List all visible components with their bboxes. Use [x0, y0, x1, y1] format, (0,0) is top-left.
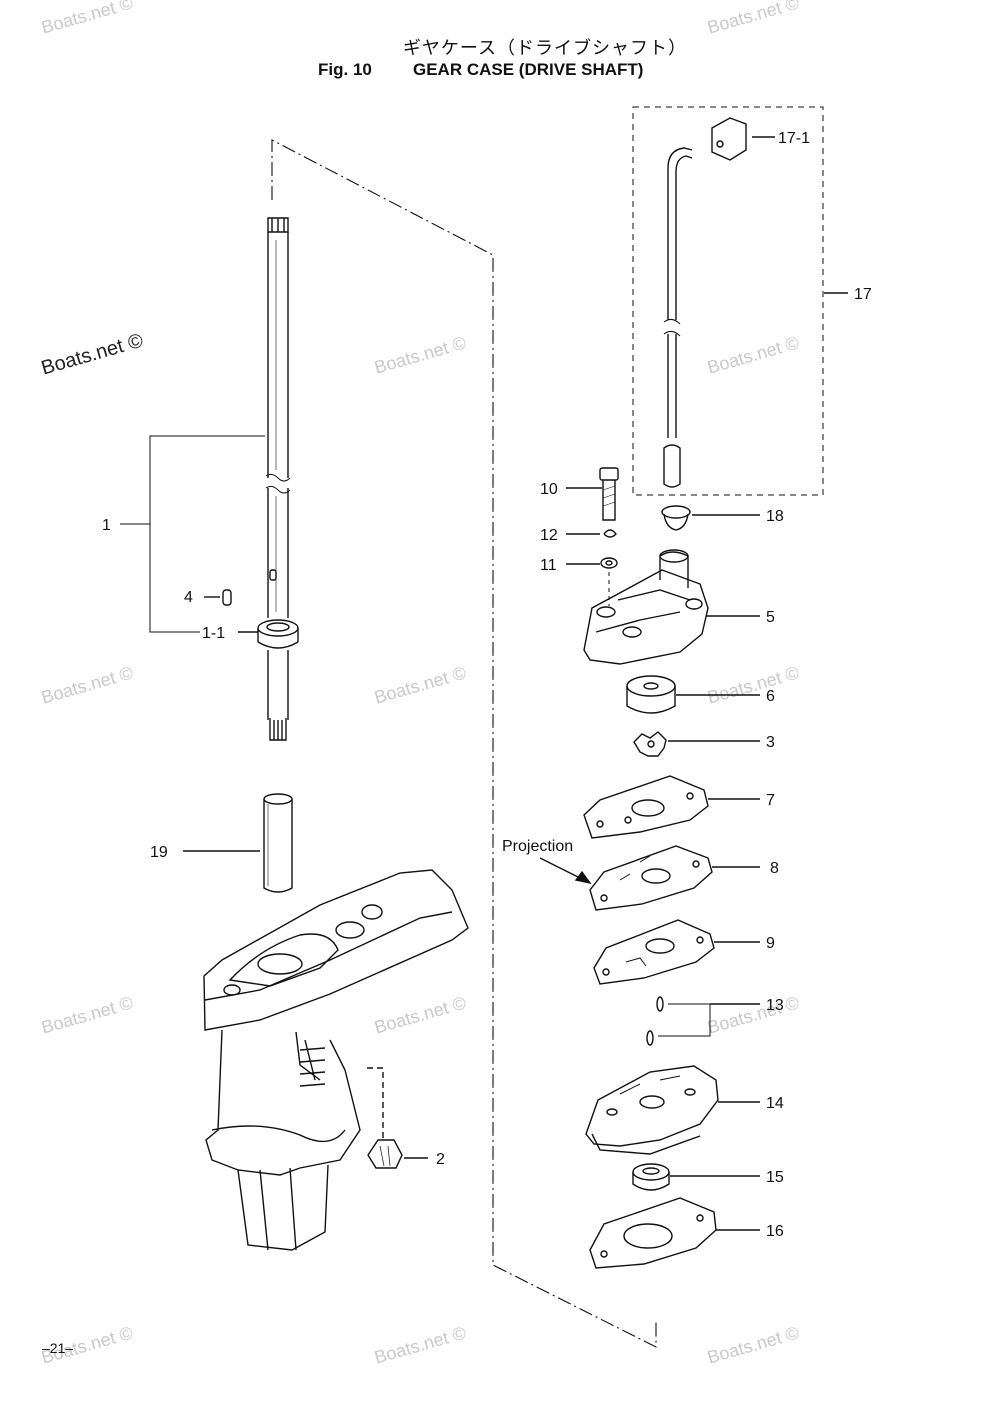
washer-part: [600, 557, 618, 569]
spring-washer-part: [603, 529, 617, 538]
projection-arrowhead: [574, 870, 592, 885]
water-tube-kit-box: [632, 106, 824, 496]
callout-11: 11: [540, 557, 557, 574]
tube-seal-part: [661, 505, 691, 531]
impeller-part: [633, 731, 667, 757]
callout-3: 3: [766, 734, 775, 751]
projection-arrow: [539, 857, 585, 881]
projection-label: Projection: [502, 838, 573, 855]
drain-plug-part: [365, 1067, 403, 1169]
bolt-part: [599, 467, 619, 521]
callout-7: 7: [766, 792, 775, 809]
callout-2: 2: [436, 1151, 445, 1168]
callout-1: 1: [102, 517, 111, 534]
drive-shaft-part: [257, 217, 299, 741]
callout-17-1: 17-1: [778, 130, 810, 147]
gasket-8-part: [589, 845, 713, 911]
pin-part: [222, 589, 232, 606]
gear-case-housing-part: [203, 869, 469, 1251]
callout-19: 19: [150, 844, 168, 861]
callout-9: 9: [766, 935, 775, 952]
callout-10: 10: [540, 481, 558, 498]
water-pump-case-part: [583, 549, 709, 665]
callout-17: 17: [854, 286, 872, 303]
pump-insert-part: [626, 675, 676, 714]
o-ring-part: [646, 1030, 654, 1046]
oil-seal-part: [632, 1163, 670, 1191]
callout-14: 14: [766, 1095, 784, 1112]
callout-8: 8: [770, 860, 779, 877]
callout-15: 15: [766, 1169, 784, 1186]
assembly-center-line: [271, 139, 657, 1348]
gasket-7-part: [583, 775, 709, 839]
figure-number: Fig. 10: [318, 60, 372, 79]
water-tube-part: [663, 147, 693, 488]
pump-case-lower-part: [585, 1065, 719, 1155]
gasket-16-part: [589, 1197, 717, 1269]
figure-title-english: GEAR CASE (DRIVE SHAFT): [413, 60, 644, 79]
callout-18: 18: [766, 508, 784, 525]
callout-4: 4: [184, 589, 193, 606]
callout-13: 13: [766, 997, 784, 1014]
title-japanese: ギヤケース（ドライブシャフト）: [402, 38, 688, 59]
callout-12: 12: [540, 527, 558, 544]
callout-1-1: 1-1: [202, 625, 225, 642]
callout-bracket-1: [149, 435, 265, 633]
gasket-9-part: [593, 919, 715, 985]
callout-16: 16: [766, 1223, 784, 1240]
callout-6: 6: [766, 688, 775, 705]
o-ring-part: [656, 996, 664, 1012]
callout-5: 5: [766, 609, 775, 626]
drive-shaft-sleeve-part: [263, 793, 293, 893]
water-tube-grommet-part: [711, 117, 747, 161]
page-number: –21–: [42, 1340, 74, 1356]
